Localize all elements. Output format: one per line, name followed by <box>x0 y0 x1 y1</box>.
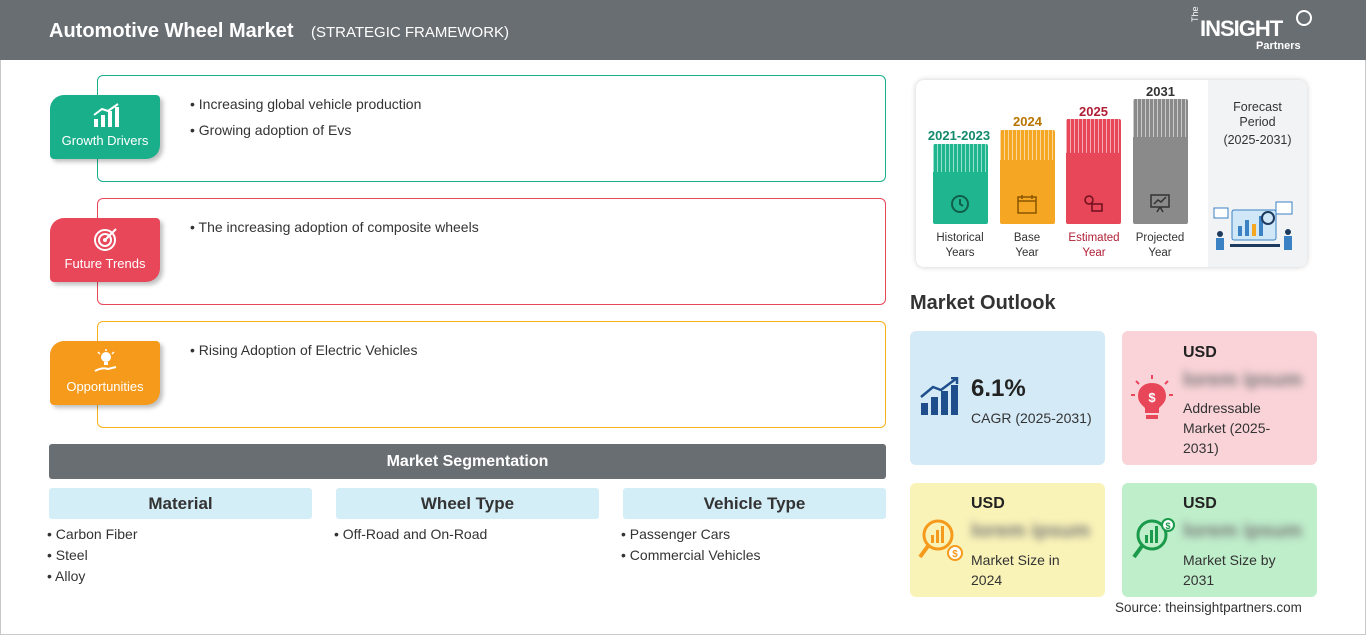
future-trends-card: • The increasing adoption of composite w… <box>97 198 886 305</box>
future-trends-bullets: • The increasing adoption of composite w… <box>190 219 479 245</box>
market-size-2031-tile: $ USD lorem ipsum Market Size by 2031 <box>1122 483 1317 597</box>
segment-material-header: Material <box>49 488 312 519</box>
future-trend-item: • The increasing adoption of composite w… <box>190 219 479 235</box>
addressable-label-line: Market (2025- <box>1183 420 1271 436</box>
timeline-label-line: Years <box>945 247 975 259</box>
timeline-label-line: Estimated <box>1068 232 1120 244</box>
timeline-label-estimated: Estimated Year <box>1058 231 1130 261</box>
magnifier-dollar-chart-icon: $ <box>918 519 963 561</box>
timeline-bar-projected <box>1133 99 1188 224</box>
addressable-label-line: 2031) <box>1183 440 1219 456</box>
segment-item: • Alloy <box>47 568 86 584</box>
timeline-year-projected: 2031 <box>1146 84 1175 99</box>
logo-partners: Partners <box>1256 40 1301 52</box>
size-2024-currency: USD <box>971 495 1005 512</box>
source-citation: Source: theinsightpartners.com <box>1115 600 1302 615</box>
timeline-bar-historical <box>933 144 988 224</box>
analytics-people-illustration-icon <box>1213 201 1293 250</box>
timeline-label-line: Year <box>1148 247 1172 259</box>
opportunities-label: Opportunities <box>66 379 144 394</box>
timeline-bar-estimated <box>1066 119 1121 224</box>
page-title: Automotive Wheel Market <box>49 20 294 42</box>
timeline-label-line: Historical <box>936 232 984 244</box>
header-bar: Automotive Wheel Market (STRATEGIC FRAME… <box>0 0 1366 60</box>
addressable-value-blurred: lorem ipsum <box>1183 369 1302 391</box>
growth-driver-item: • Growing adoption of Evs <box>190 122 352 138</box>
presentation-board-icon <box>1150 194 1170 213</box>
future-trends-badge: Future Trends <box>50 218 160 282</box>
size-2031-currency: USD <box>1183 495 1217 512</box>
cagr-tile: 6.1% CAGR (2025-2031) <box>910 331 1105 465</box>
calendar-icon <box>1017 195 1037 214</box>
size-2024-label-line: Market Size in <box>971 552 1060 568</box>
svg-text:$: $ <box>1148 390 1156 405</box>
growth-drivers-badge: Growth Drivers <box>50 95 160 159</box>
estimate-gear-icon <box>1084 195 1103 212</box>
addressable-currency: USD <box>1183 344 1217 361</box>
lightbulb-hand-icon <box>94 349 117 372</box>
dollar-bulb-icon: $ <box>1131 375 1173 419</box>
addressable-label-line: Addressable <box>1183 400 1261 416</box>
market-outlook-title: Market Outlook <box>910 292 1056 314</box>
svg-text:$: $ <box>952 549 958 560</box>
segment-vehicle-type-list: • Passenger Cars • Commercial Vehicles <box>621 526 761 568</box>
segment-material-list: • Carbon Fiber • Steel • Alloy <box>47 526 138 589</box>
growth-drivers-bullets: • Increasing global vehicle production •… <box>190 96 421 148</box>
forecast-subtitle: Period <box>1239 115 1276 129</box>
size-2031-value-blurred: lorem ipsum <box>1183 520 1302 542</box>
segment-item: • Commercial Vehicles <box>621 547 761 563</box>
addressable-market-tile: $ USD lorem ipsum Addressable Market (20… <box>1122 331 1317 465</box>
opportunities-badge: Opportunities <box>50 341 160 405</box>
timeline-label-historical: Historical Years <box>925 231 995 261</box>
timeline-bar-base <box>1000 130 1055 224</box>
timeline-label-line: Year <box>1015 247 1039 259</box>
size-2024-label-line: 2024 <box>971 572 1003 588</box>
cagr-label: CAGR (2025-2031) <box>971 410 1092 426</box>
market-segmentation-header: Market Segmentation <box>49 444 886 479</box>
logo-swoosh-icon <box>1296 10 1312 26</box>
logo-insight: INSIGHT <box>1200 16 1283 41</box>
growth-driver-item: • Increasing global vehicle production <box>190 96 422 112</box>
growth-drivers-card: • Increasing global vehicle production •… <box>97 75 886 182</box>
opportunities-bullets: • Rising Adoption of Electric Vehicles <box>190 342 417 368</box>
history-clock-icon <box>951 195 969 213</box>
size-2031-label-line: Market Size by <box>1183 552 1276 568</box>
segment-wheel-type-list: • Off-Road and On-Road <box>334 526 487 547</box>
timeline-year-historical: 2021-2023 <box>927 128 991 143</box>
timeline-label-base: Base Year <box>992 231 1062 261</box>
magnifier-dollar-chart-icon: $ <box>1132 518 1175 559</box>
logo-the: The <box>1190 6 1200 22</box>
size-2031-label: Market Size by 2031 <box>1183 550 1276 590</box>
growth-drivers-label: Growth Drivers <box>61 133 149 148</box>
size-2024-label: Market Size in 2024 <box>971 550 1060 590</box>
forecast-title: Forecast <box>1233 100 1282 114</box>
cagr-value: 6.1% <box>971 375 1026 402</box>
segment-item: • Off-Road and On-Road <box>334 526 488 542</box>
growth-chart-icon <box>920 377 959 415</box>
forecast-range: (2025-2031) <box>1223 133 1292 147</box>
timeline-label-line: Base <box>1013 232 1041 244</box>
timeline-label-line: Projected <box>1135 232 1185 244</box>
timeline-label-line: Year <box>1082 247 1106 259</box>
bar-chart-icon <box>93 103 119 127</box>
opportunities-card: • Rising Adoption of Electric Vehicles <box>97 321 886 428</box>
timeline-year-base: 2024 <box>1013 114 1042 129</box>
size-2024-value-blurred: lorem ipsum <box>971 520 1090 542</box>
timeline-year-estimated: 2025 <box>1079 104 1108 119</box>
insight-partners-logo[interactable]: The INSIGHT Partners <box>1190 6 1312 54</box>
page-subtitle: (STRATEGIC FRAMEWORK) <box>311 24 510 41</box>
target-icon <box>94 228 117 251</box>
segment-wheel-type-header: Wheel Type <box>336 488 599 519</box>
size-2031-label-line: 2031 <box>1183 572 1215 588</box>
opportunity-item: • Rising Adoption of Electric Vehicles <box>190 342 418 358</box>
future-trends-label: Future Trends <box>64 256 146 271</box>
segment-item: • Carbon Fiber <box>47 526 138 542</box>
segment-item: • Passenger Cars <box>621 526 731 542</box>
segment-vehicle-type-header: Vehicle Type <box>623 488 886 519</box>
svg-text:$: $ <box>1165 521 1170 531</box>
timeline-label-projected: Projected Year <box>1125 231 1195 261</box>
addressable-label: Addressable Market (2025- 2031) <box>1183 398 1270 458</box>
segment-item: • Steel <box>47 547 88 563</box>
market-size-2024-tile: $ USD lorem ipsum Market Size in 2024 <box>910 483 1105 597</box>
